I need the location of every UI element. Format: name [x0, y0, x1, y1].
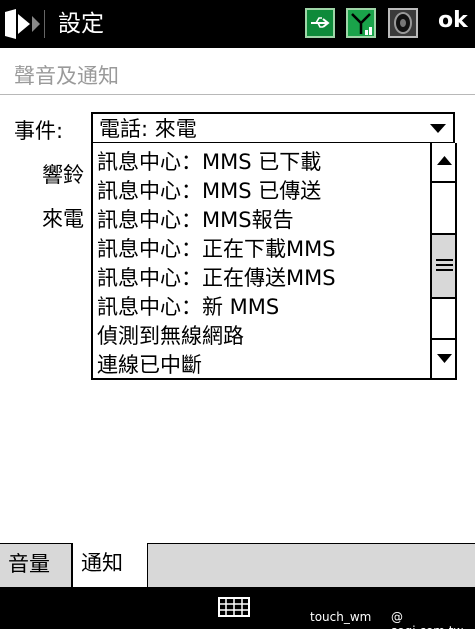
keyboard-icon[interactable]	[218, 597, 250, 617]
grip-icon	[436, 259, 453, 271]
list-item[interactable]: 訊息中心：新 MMS	[97, 295, 280, 319]
title-bar: 設定 ok	[0, 0, 475, 48]
chevron-down-icon	[437, 354, 452, 363]
windows-start-icon[interactable]	[2, 6, 42, 42]
list-item[interactable]: 連線已中斷	[97, 353, 202, 377]
event-label: 事件:	[14, 119, 64, 143]
title-separator	[44, 10, 45, 38]
tab-volume[interactable]: 音量	[0, 544, 72, 587]
soft-key-bar: touch_wm @ sogi.com.tw	[0, 587, 475, 638]
list-item[interactable]: 訊息中心：MMS 已傳送	[97, 179, 322, 203]
signal-strength-icon[interactable]	[346, 6, 376, 40]
event-dropdown-list[interactable]: 訊息中心：MMS 已下載 訊息中心：MMS 已傳送 訊息中心：MMS報告 訊息中…	[91, 143, 457, 380]
app-title: 設定	[58, 11, 104, 37]
tab-notifications[interactable]: 通知	[72, 543, 148, 588]
list-item[interactable]: 訊息中心：MMS報告	[97, 208, 294, 232]
list-item[interactable]: 偵測到無線網路	[97, 324, 244, 348]
chevron-up-icon	[437, 156, 452, 165]
watermark-left: touch_wm	[310, 610, 372, 624]
speaker-volume-icon[interactable]	[388, 6, 418, 40]
tab-bar: 音量 通知	[0, 543, 475, 588]
usb-connection-icon[interactable]	[305, 6, 335, 40]
dropdown-scrollbar[interactable]	[430, 143, 455, 378]
scroll-up-button[interactable]	[432, 143, 455, 183]
scroll-down-button[interactable]	[432, 338, 455, 378]
list-item[interactable]: 訊息中心：正在下載MMS	[97, 237, 336, 261]
event-select[interactable]: 電話: 來電	[91, 112, 455, 144]
list-item[interactable]: 訊息中心：MMS 已下載	[97, 150, 322, 174]
ringtone-label: 響鈴	[42, 163, 84, 187]
header-divider	[0, 94, 475, 95]
dropdown-arrow-icon[interactable]	[425, 116, 451, 140]
incoming-call-label: 來電	[42, 207, 84, 231]
ok-button[interactable]: ok	[438, 8, 468, 33]
scroll-thumb[interactable]	[432, 233, 455, 299]
event-select-value: 電話: 來電	[99, 117, 197, 141]
page-title: 聲音及通知	[14, 64, 119, 88]
watermark-right: @ sogi.com.tw	[391, 610, 464, 638]
list-item[interactable]: 訊息中心：正在傳送MMS	[97, 266, 336, 290]
